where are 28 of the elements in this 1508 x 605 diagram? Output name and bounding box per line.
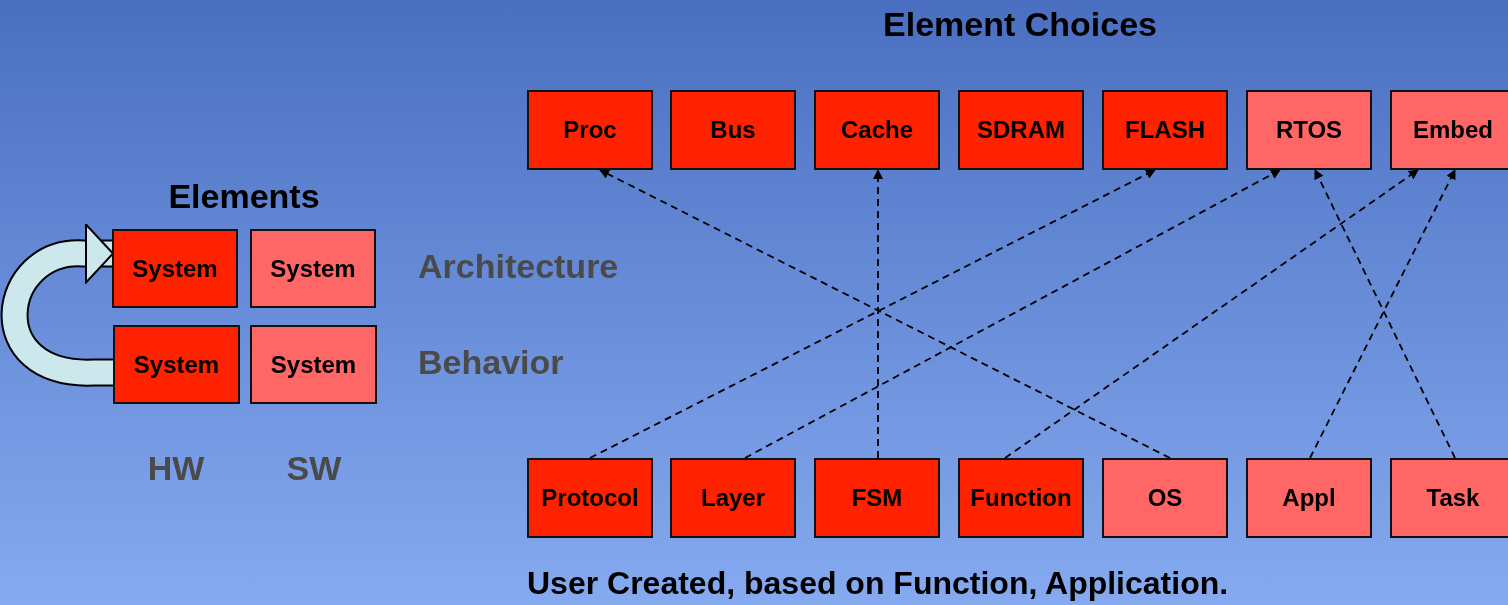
element-box: SDRAM <box>958 90 1084 170</box>
element-box: Layer <box>670 458 796 538</box>
dashed-arrow <box>744 169 1281 459</box>
column-label: SW <box>286 449 342 488</box>
title: Element Choices <box>883 5 1157 44</box>
element-box: System <box>250 325 377 404</box>
element-box: Proc <box>527 90 653 170</box>
element-box: FSM <box>814 458 940 538</box>
caption: User Created, based on Function, Application. <box>527 565 1229 602</box>
row-label: Architecture <box>418 247 619 286</box>
row-label: Behavior <box>418 343 564 382</box>
element-box: Bus <box>670 90 796 170</box>
element-box: RTOS <box>1246 90 1372 170</box>
dashed-arrow <box>1004 169 1419 459</box>
section-heading: Elements <box>168 177 320 216</box>
element-box: FLASH <box>1102 90 1228 170</box>
element-box: Function <box>958 458 1084 538</box>
element-box: System <box>112 229 238 308</box>
element-box: Cache <box>814 90 940 170</box>
element-box: Appl <box>1246 458 1372 538</box>
element-box: Task <box>1390 458 1508 538</box>
element-box: System <box>250 229 376 308</box>
column-label: HW <box>147 449 205 488</box>
element-box: System <box>113 325 240 404</box>
dashed-arrow <box>873 169 883 459</box>
element-box: OS <box>1102 458 1228 538</box>
element-box: Protocol <box>527 458 653 538</box>
element-box: Embed <box>1390 90 1508 170</box>
